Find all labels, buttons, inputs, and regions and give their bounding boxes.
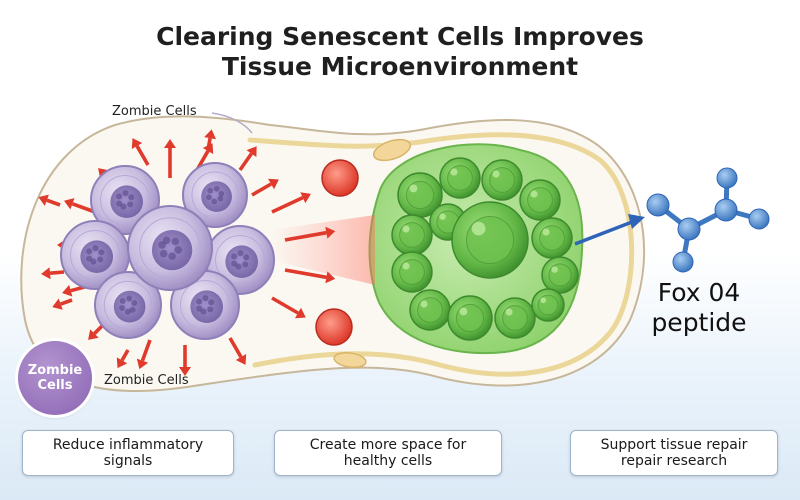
healthy-cell xyxy=(391,251,433,293)
inflammation-flare xyxy=(270,215,375,285)
benefit-line-2: signals xyxy=(103,453,153,469)
senescent-cell xyxy=(94,271,162,339)
page-title: Clearing Senescent Cells Improves Tissue… xyxy=(0,22,800,82)
inflammatory-arrows xyxy=(38,129,336,376)
badge-line-2: Cells xyxy=(37,378,73,393)
zombie-cells-badge: Zombie Cells xyxy=(18,341,92,415)
red-arrow-icon xyxy=(136,339,152,370)
title-line-1: Clearing Senescent Cells Improves xyxy=(156,22,644,51)
zombie-cells-label-bottom: Zombie Cells xyxy=(104,373,189,388)
senescent-cell xyxy=(182,162,248,228)
red-arrow-icon xyxy=(271,192,311,214)
benefit-line-2: healthy cells xyxy=(343,453,433,469)
red-arrow-icon xyxy=(179,345,191,376)
red-arrow-icon xyxy=(251,178,279,197)
red-arrow-icon xyxy=(63,198,96,214)
benefit-line-1: Reduce inflammatory xyxy=(52,437,204,453)
molecule-label-line-1: Fox 04 xyxy=(657,278,741,307)
benefit-box-repair: Support tissue repair repair research xyxy=(570,430,778,476)
senescent-cell xyxy=(170,270,240,340)
healthy-cell xyxy=(531,217,573,259)
senescent-cell xyxy=(127,205,213,291)
title-line-2: Tissue Microenvironment xyxy=(221,52,579,81)
healthy-cell xyxy=(451,201,529,279)
benefit-box-inflammation: Reduce inflammatory signals xyxy=(22,430,234,476)
healthy-cell-cluster xyxy=(391,157,579,341)
healthy-cell xyxy=(391,214,433,256)
blue-arrowhead-icon xyxy=(628,214,645,229)
healthy-cell xyxy=(439,157,481,199)
red-arrow-icon xyxy=(228,337,247,365)
fox04-molecule-icon xyxy=(646,167,770,273)
healthy-cell xyxy=(531,288,565,322)
red-arrow-icon xyxy=(238,146,257,172)
healthy-cell xyxy=(447,295,493,341)
senescent-cell-cluster xyxy=(60,162,275,340)
red-arrow-icon xyxy=(204,129,216,151)
red-arrow-icon xyxy=(284,268,336,284)
red-arrow-icon xyxy=(52,298,73,310)
healthy-cell xyxy=(541,256,579,294)
healthy-cell xyxy=(409,289,451,331)
badge-line-1: Zombie xyxy=(27,363,83,378)
molecule-label-line-2: peptide xyxy=(651,308,747,337)
inflammatory-cell xyxy=(321,159,359,197)
red-arrow-icon xyxy=(164,139,176,178)
red-arrow-icon xyxy=(271,296,306,319)
benefit-box-space: Create more space for healthy cells xyxy=(274,430,502,476)
benefit-line-1: Create more space for xyxy=(309,437,467,453)
healthy-cell xyxy=(397,172,443,218)
red-arrow-icon xyxy=(38,194,61,207)
red-arrow-icon xyxy=(116,349,130,369)
red-arrow-icon xyxy=(131,138,150,166)
molecule-label: Fox 04 peptide xyxy=(624,278,774,338)
benefit-line-1: Support tissue repair xyxy=(600,437,748,453)
label-connector xyxy=(211,112,253,134)
organelle xyxy=(372,138,412,162)
red-arrow-icon xyxy=(41,267,65,280)
red-arrow-icon xyxy=(284,226,336,242)
zombie-cells-label-top: Zombie Cells xyxy=(112,104,197,119)
healthy-cell xyxy=(481,159,523,201)
healthy-cell xyxy=(519,179,561,221)
blue-arrow-icon xyxy=(574,220,633,246)
organelle xyxy=(333,351,367,369)
inflammatory-cell xyxy=(315,308,353,346)
benefit-line-2: repair research xyxy=(620,453,728,469)
healthy-cell xyxy=(494,297,536,339)
